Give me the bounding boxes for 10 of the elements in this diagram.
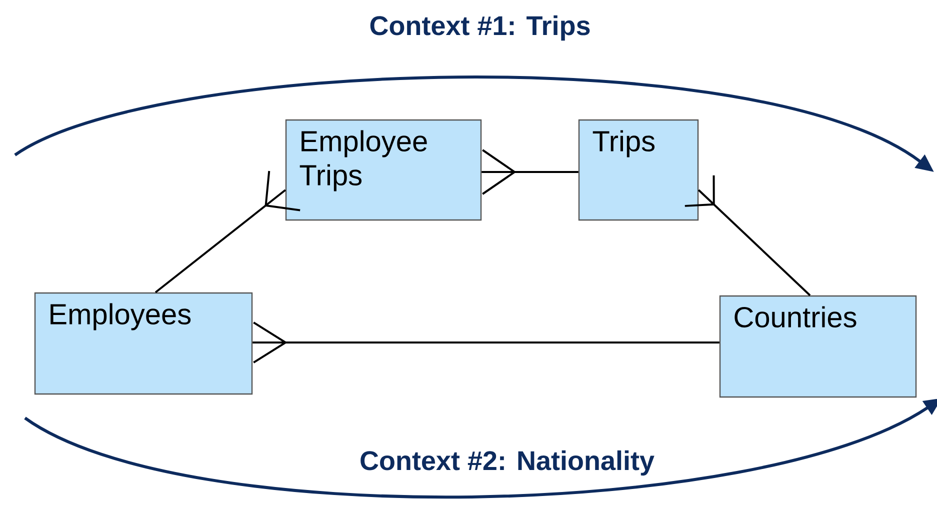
entity-box: Employee Trips [285,119,482,221]
entity-box: Employees [34,292,253,395]
entity-box: Trips [578,119,699,221]
relationship-line [684,175,811,296]
relationship-line [480,149,580,195]
context-heading: Context #2: Nationality [360,450,654,476]
context-heading: Context #1: Trips [370,15,590,41]
relationship-line [154,170,300,294]
entity-box: Countries [719,295,917,398]
relationship-line [252,322,720,364]
